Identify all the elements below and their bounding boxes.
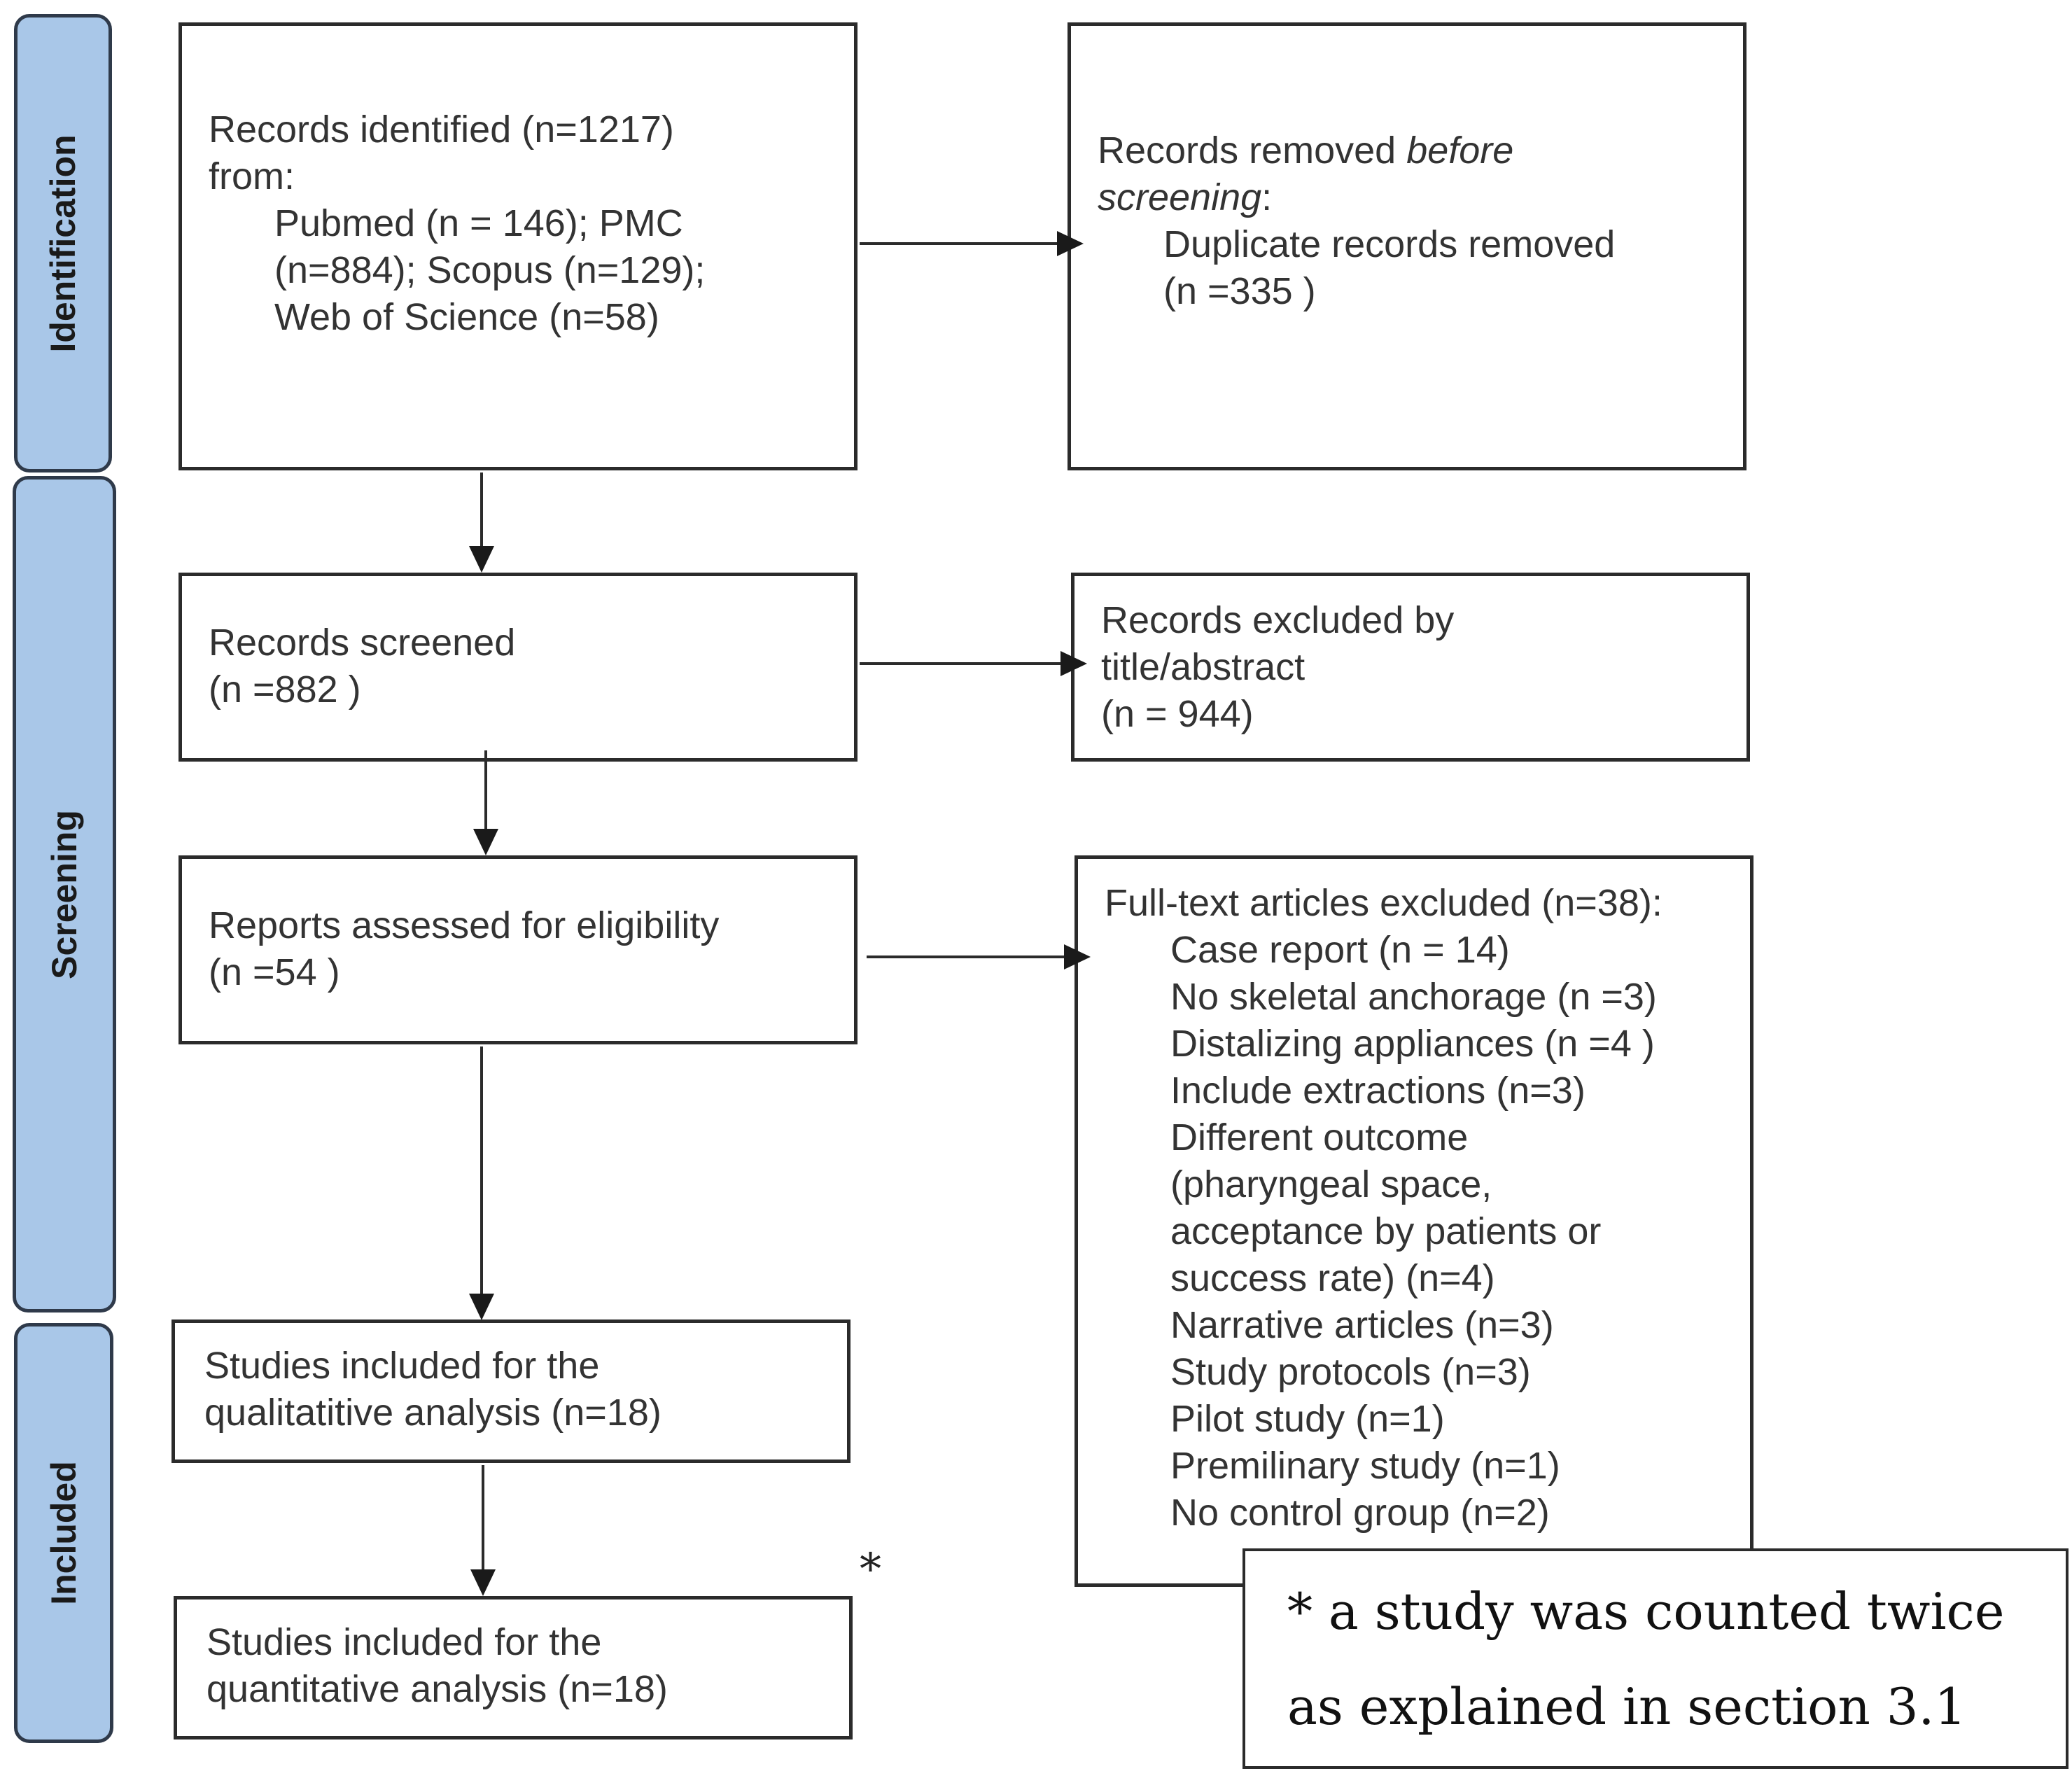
quantitative-analysis-count: quantitative analysis (n=18) — [206, 1668, 668, 1710]
records-removed-count: (n =335 ) — [1163, 270, 1316, 312]
reports-assessed-label: Reports assessed for eligibility — [209, 904, 720, 946]
arrowhead-down — [470, 1569, 496, 1596]
asterisk-marker: * — [860, 1544, 881, 1595]
records-screened-count: (n =882 ) — [209, 668, 361, 710]
fulltext-excluded-item: No skeletal anchorage (n =3) — [1170, 976, 1657, 1018]
arrowhead-right — [1057, 231, 1084, 256]
fulltext-excluded-item: Case report (n = 14) — [1170, 929, 1510, 971]
records-identified-box: Records identified (n=1217) from: Pubmed… — [178, 22, 858, 470]
records-identified-source: Pubmed (n = 146); PMC — [274, 202, 683, 244]
arrowhead-down — [473, 829, 498, 855]
quantitative-analysis-box: Studies included for the quantitative an… — [174, 1596, 853, 1740]
fulltext-excluded-item: Distalizing appliances (n =4 ) — [1170, 1023, 1655, 1065]
reports-assessed-count: (n =54 ) — [209, 951, 340, 993]
records-removed-box: Records removed before screening: Duplic… — [1068, 22, 1746, 470]
records-removed-duplicates: Duplicate records removed — [1163, 223, 1616, 265]
arrowhead-right — [1064, 944, 1091, 969]
records-screened-box: Records screened (n =882 ) — [178, 573, 858, 762]
fulltext-excluded-item: Pilot study (n=1) — [1170, 1398, 1445, 1440]
records-excluded-box: Records excluded by title/abstract (n = … — [1071, 573, 1750, 762]
fulltext-excluded-box: Full-text articles excluded (n=38): Case… — [1074, 855, 1754, 1587]
fulltext-excluded-item: Narrative articles (n=3) — [1170, 1304, 1554, 1346]
phase-included: Included — [14, 1323, 113, 1743]
arrowhead-down — [469, 1294, 494, 1320]
records-identified-line: Records identified (n=1217) — [209, 108, 674, 150]
records-identified-source: (n=884); Scopus (n=129); — [274, 249, 706, 291]
qualitative-analysis-box: Studies included for the qualitatitive a… — [172, 1320, 850, 1463]
records-screened-label: Records screened — [209, 622, 516, 664]
quantitative-analysis-label: Studies included for the — [206, 1621, 602, 1663]
records-removed-heading: Records removed before — [1098, 130, 1514, 172]
fulltext-excluded-item: success rate) (n=4) — [1170, 1257, 1495, 1299]
fulltext-excluded-item: Premilinary study (n=1) — [1170, 1445, 1560, 1487]
fulltext-excluded-item: Different outcome — [1170, 1116, 1469, 1158]
fulltext-excluded-item: Include extractions (n=3) — [1170, 1070, 1586, 1112]
footnote-box: * a study was counted twice as explained… — [1242, 1548, 2068, 1769]
footnote-line: * a study was counted twice — [1287, 1582, 2005, 1641]
arrowhead-down — [469, 546, 494, 573]
reports-assessed-box: Reports assessed for eligibility (n =54 … — [178, 855, 858, 1044]
records-excluded-count: (n = 944) — [1101, 693, 1254, 735]
fulltext-excluded-item: Study protocols (n=3) — [1170, 1351, 1531, 1393]
phase-screening: Screening — [13, 476, 116, 1312]
qualitative-analysis-count: qualitatitive analysis (n=18) — [204, 1392, 662, 1434]
phase-identification: Identification — [14, 14, 112, 472]
records-excluded-label: Records excluded by — [1101, 599, 1455, 641]
fulltext-excluded-item: No control group (n=2) — [1170, 1492, 1550, 1534]
arrowhead-right — [1060, 651, 1087, 676]
records-identified-source: Web of Science (n=58) — [274, 296, 659, 338]
footnote-line: as explained in section 3.1 — [1287, 1677, 1967, 1736]
qualitative-analysis-label: Studies included for the — [204, 1345, 600, 1387]
records-removed-heading-cont: screening: — [1098, 176, 1273, 218]
records-excluded-label-cont: title/abstract — [1101, 646, 1306, 688]
records-identified-from: from: — [209, 155, 295, 197]
fulltext-excluded-item: (pharyngeal space, — [1170, 1163, 1492, 1205]
fulltext-excluded-item: acceptance by patients or — [1170, 1210, 1602, 1252]
fulltext-excluded-heading: Full-text articles excluded (n=38): — [1105, 882, 1662, 924]
